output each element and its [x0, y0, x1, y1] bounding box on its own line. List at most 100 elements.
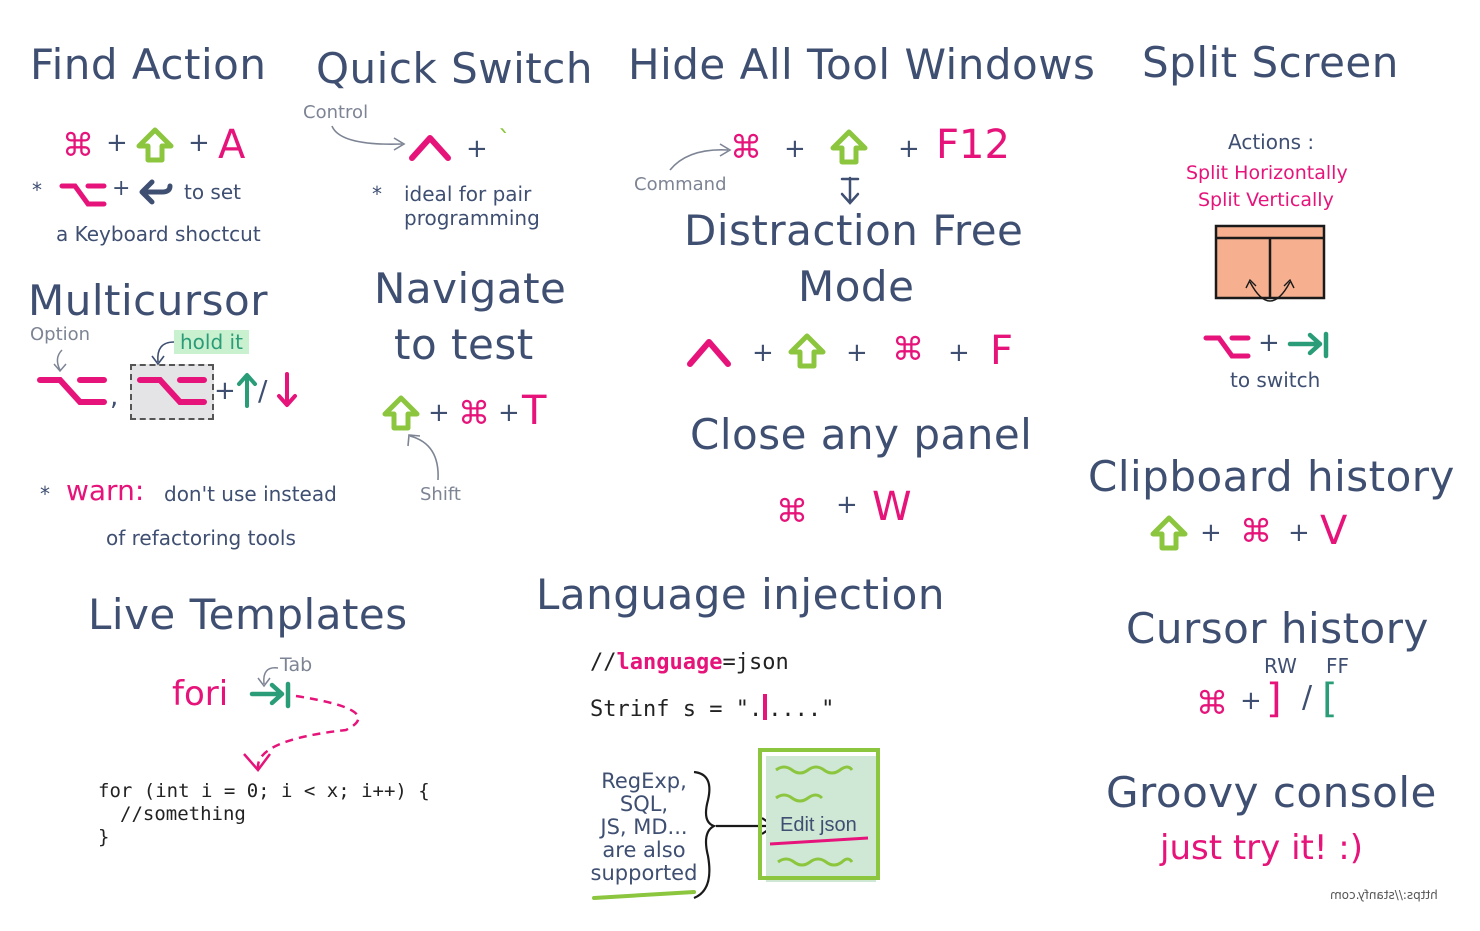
plus-sign: +: [1240, 686, 1262, 716]
plus-sign: +: [846, 338, 868, 368]
shift-key-icon: [830, 129, 868, 165]
multicursor-title: Multicursor: [28, 276, 268, 325]
tab-label: Tab: [280, 654, 313, 676]
cmd-key-icon: ⌘: [458, 394, 490, 432]
shift-key-icon: [382, 395, 420, 431]
option-key-icon: [1203, 335, 1251, 359]
quick-switch-note-1: ideal for pair: [404, 182, 532, 206]
plus-sign: +: [948, 338, 970, 368]
control-label: Control: [303, 102, 369, 123]
json-editor-illustration: [758, 748, 880, 882]
plus-sign: +: [752, 338, 774, 368]
distraction-free-title-2: Mode: [798, 262, 915, 311]
find-action-note: to set: [184, 180, 242, 204]
supported-languages: RegExp, SQL, JS, MD... are also supporte…: [580, 770, 708, 885]
plus-sign: +: [428, 398, 450, 428]
close-bracket-key: ]: [1266, 676, 1282, 722]
live-templates-title: Live Templates: [88, 590, 408, 639]
plus-sign: +: [188, 128, 210, 158]
option-key-icon: [59, 183, 107, 207]
hide-all-title: Hide All Tool Windows: [628, 40, 1096, 89]
plus-sign: +: [1288, 518, 1310, 548]
warn-text-2: of refactoring tools: [106, 526, 296, 550]
slash: /: [258, 374, 268, 407]
quick-switch-note-2: programming: [404, 206, 540, 230]
brace-and-arrow: [592, 770, 776, 900]
key-w: W: [872, 484, 912, 530]
tab-key-icon: [249, 681, 291, 709]
option-label: Option: [30, 324, 91, 345]
open-bracket-key: [: [1322, 676, 1338, 722]
plus-sign: +: [214, 376, 236, 406]
option-key-icon: [37, 377, 107, 405]
shift-key-icon: [788, 333, 826, 369]
distraction-free-title-1: Distraction Free: [684, 206, 1024, 255]
rw-label: RW: [1264, 654, 1297, 678]
option-key-icon: [137, 377, 207, 405]
edit-json-label: Edit json: [780, 814, 857, 836]
key-v: V: [1320, 508, 1348, 554]
warn-star: *: [40, 482, 50, 506]
text-cursor: [763, 694, 768, 720]
plus-sign: +: [106, 128, 128, 158]
backtick-key: `: [498, 126, 511, 156]
code-line-2: //something: [120, 803, 246, 825]
string-part-1: Strinf s = ".: [590, 697, 763, 722]
supported-line: are also: [602, 838, 686, 862]
injection-comment: //language=json: [590, 650, 789, 675]
footer-url: https://stanfy.com: [1330, 888, 1438, 902]
cmd-key-icon: ⌘: [730, 128, 762, 166]
hold-it-badge: hold it: [174, 330, 249, 354]
find-action-note-2: a Keyboard shoctcut: [56, 222, 261, 246]
comment-prefix: //: [590, 650, 617, 675]
language-keyword: language: [616, 650, 723, 675]
supported-line: supported: [590, 861, 698, 885]
key-f: F: [990, 328, 1014, 374]
key-f12: F12: [936, 122, 1010, 168]
cmd-key-icon: ⌘: [1240, 512, 1272, 550]
cursor-history-title: Cursor history: [1126, 604, 1429, 653]
plus-sign: +: [466, 134, 488, 164]
down-arrow-icon: [840, 176, 860, 205]
comma: ,: [110, 382, 119, 412]
shift-label: Shift: [420, 484, 461, 505]
note-star: *: [372, 182, 382, 206]
string-part-2: ....": [768, 697, 835, 722]
cmd-key-icon: ⌘: [776, 492, 808, 530]
cmd-key-icon: ⌘: [62, 126, 94, 164]
note-star: *: [32, 178, 42, 202]
plus-sign: +: [1258, 328, 1280, 358]
injection-string-line: Strinf s = ".....": [590, 694, 834, 722]
key-a: A: [218, 122, 246, 168]
slash: /: [1302, 680, 1313, 715]
plus-sign: +: [498, 398, 520, 428]
expand-dashed-arrow: [243, 694, 360, 772]
quick-switch-title: Quick Switch: [316, 44, 593, 93]
groovy-tagline: just try it! :): [1160, 828, 1364, 868]
switch-label: to switch: [1230, 368, 1321, 392]
command-label: Command: [634, 174, 727, 195]
code-line-1: for (int i = 0; i < x; i++) {: [98, 780, 430, 802]
close-panel-title: Close any panel: [690, 410, 1033, 459]
code-line-3: }: [98, 826, 110, 848]
control-pointer-arrow: [331, 125, 406, 151]
plus-sign: +: [836, 490, 858, 520]
control-key-icon: [687, 339, 731, 367]
clipboard-title: Clipboard history: [1088, 452, 1455, 501]
down-arrow-icon: [277, 372, 297, 407]
cmd-key-icon: ⌘: [1196, 684, 1228, 722]
navigate-title-2: to test: [394, 320, 534, 369]
tab-key-icon: [1287, 331, 1329, 359]
warn-text-1: don't use instead: [164, 482, 337, 506]
groovy-title: Groovy console: [1106, 768, 1437, 817]
shift-key-icon: [1150, 515, 1188, 551]
hold-pointer-arrow: [151, 341, 175, 366]
navigate-title-1: Navigate: [374, 264, 567, 313]
return-key-icon: [139, 179, 173, 205]
split-window-illustration: [1214, 224, 1326, 302]
plus-sign: +: [112, 176, 131, 201]
comment-suffix: =json: [722, 650, 789, 675]
shift-key-icon: [136, 127, 174, 163]
split-screen-title: Split Screen: [1142, 38, 1399, 87]
plus-sign: +: [784, 134, 806, 164]
